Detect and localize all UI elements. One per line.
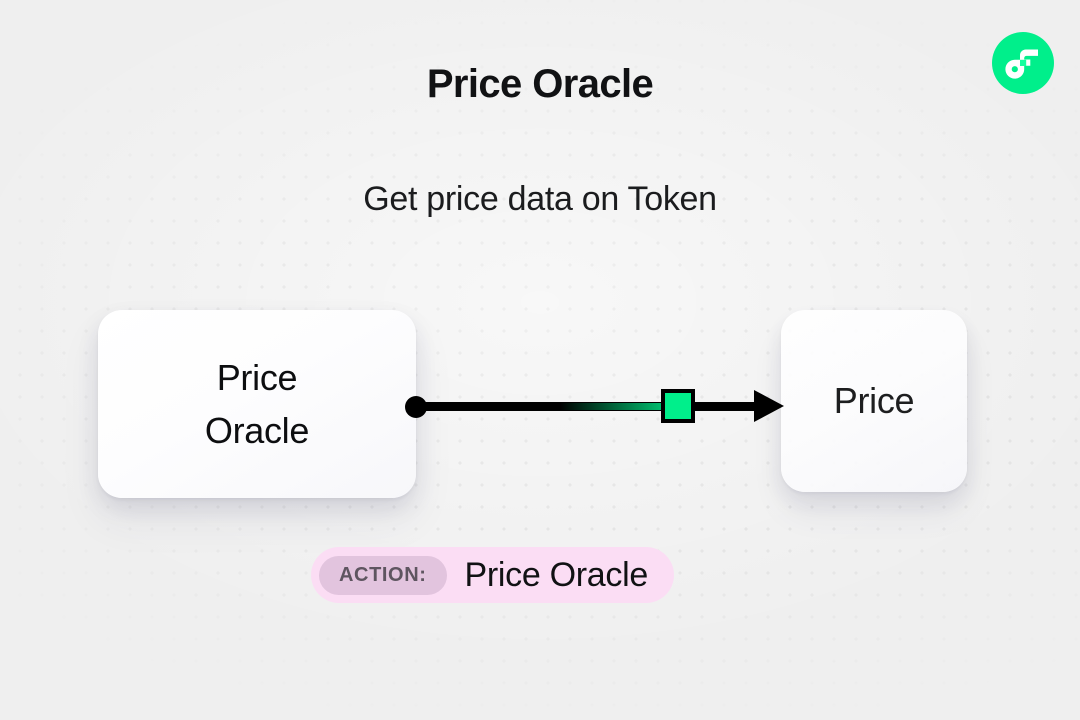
node-price-oracle[interactable]: Price Oracle xyxy=(98,310,416,498)
page-title: Price Oracle xyxy=(426,62,654,106)
node-price-oracle-label: Price Oracle xyxy=(204,356,310,451)
node-price[interactable]: Price xyxy=(781,310,967,492)
page-subtitle: Get price data on Token xyxy=(363,180,717,218)
action-badge[interactable]: ACTION: Price Oracle xyxy=(311,547,674,603)
action-badge-tag: ACTION: xyxy=(319,555,447,595)
node-price-label: Price xyxy=(833,380,915,422)
action-badge-value: Price Oracle xyxy=(464,555,649,594)
edge-glow-trail xyxy=(560,403,670,410)
flow-logo-icon xyxy=(992,32,1054,94)
data-token-square-icon xyxy=(661,389,695,423)
connector-dot-icon[interactable] xyxy=(405,396,427,418)
arrow-right-icon xyxy=(754,390,784,422)
